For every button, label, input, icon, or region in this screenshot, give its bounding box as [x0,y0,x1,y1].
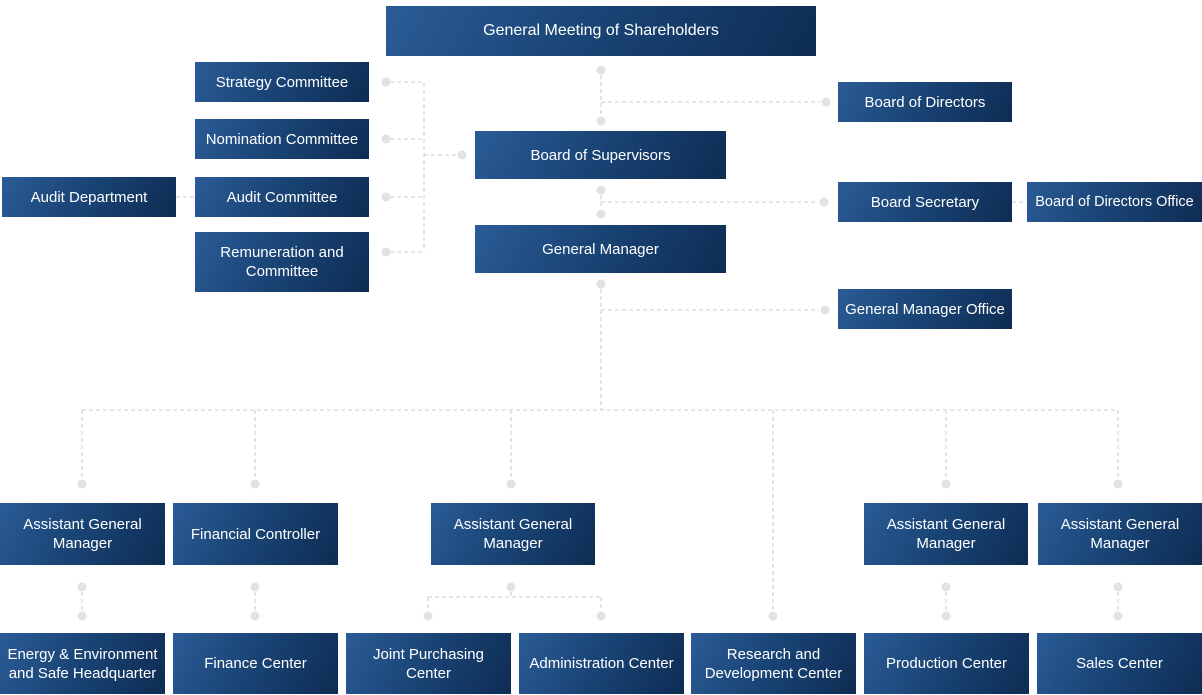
node-audit-department: Audit Department [2,177,176,217]
node-energy-environment-safe-headquarter: Energy & Environment and Safe Headquarte… [0,633,165,694]
node-research-development-center: Research and Development Center [691,633,856,694]
node-joint-purchasing-center: Joint Purchasing Center [346,633,511,694]
node-board-of-directors-office: Board of Directors Office [1027,182,1202,222]
node-audit-committee: Audit Committee [195,177,369,217]
node-board-of-supervisors: Board of Supervisors [475,131,726,179]
connector-dots [77,65,1123,621]
node-finance-center: Finance Center [173,633,338,694]
node-remuneration-committee: Remuneration and Committee [195,232,369,292]
node-general-manager: General Manager [475,225,726,273]
node-assistant-general-manager-2: Assistant General Manager [431,503,595,565]
node-strategy-committee: Strategy Committee [195,62,369,102]
node-production-center: Production Center [864,633,1029,694]
node-assistant-general-manager-4: Assistant General Manager [1038,503,1202,565]
node-board-secretary: Board Secretary [838,182,1012,222]
node-board-of-directors: Board of Directors [838,82,1012,122]
node-general-meeting-of-shareholders: General Meeting of Shareholders [386,6,816,56]
node-administration-center: Administration Center [519,633,684,694]
node-assistant-general-manager-3: Assistant General Manager [864,503,1028,565]
node-sales-center: Sales Center [1037,633,1202,694]
node-general-manager-office: General Manager Office [838,289,1012,329]
node-nomination-committee: Nomination Committee [195,119,369,159]
node-assistant-general-manager-1: Assistant General Manager [0,503,165,565]
node-financial-controller: Financial Controller [173,503,338,565]
